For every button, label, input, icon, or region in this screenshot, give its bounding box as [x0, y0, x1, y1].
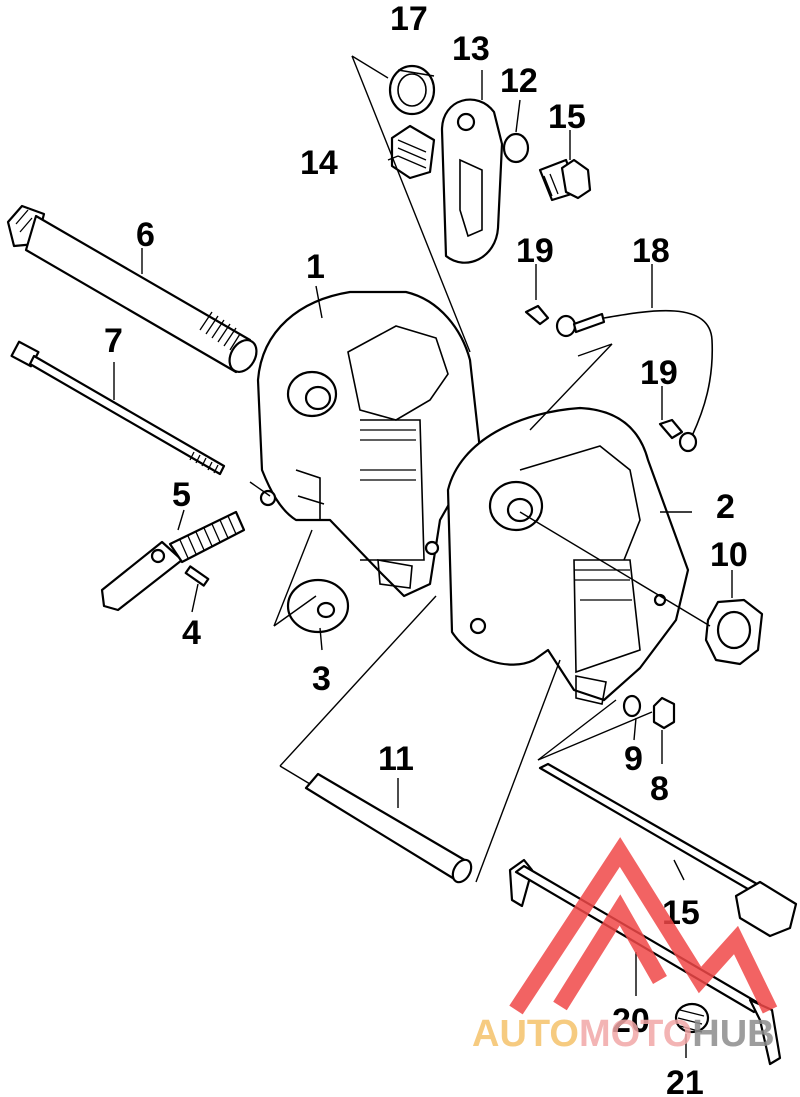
label-4: 4: [182, 614, 201, 652]
label-17: 17: [390, 0, 428, 38]
part-13-lock-plate: [440, 98, 504, 264]
label-14: 14: [300, 144, 338, 182]
watermark-triangle-icon: [509, 837, 778, 1015]
part-17-clip: [388, 64, 436, 116]
watermark-text-hub: HUB: [692, 1013, 774, 1055]
part-6-tilt-tube: [6, 204, 258, 374]
label-21: 21: [666, 1064, 704, 1097]
label-19-lower: 19: [640, 354, 678, 392]
watermark-text-moto: MOTO: [579, 1013, 692, 1055]
label-6: 6: [136, 216, 155, 254]
part-19-screw-lower: [658, 418, 684, 440]
part-9-washer: [622, 694, 642, 718]
label-3: 3: [312, 660, 331, 698]
label-18: 18: [632, 232, 670, 270]
part-5-lock-lever: [100, 510, 246, 612]
part-18-ground-wire: [555, 309, 714, 453]
label-19-upper: 19: [516, 232, 554, 270]
label-5: 5: [172, 476, 191, 514]
part-4-pin: [184, 565, 210, 587]
label-1: 1: [306, 248, 325, 286]
watermark: AUTOMOTOHUB: [472, 837, 778, 1055]
part-11-spacer-tube: [304, 772, 473, 884]
part-1-left-clamp-bracket: [256, 290, 482, 598]
part-10-nut: [704, 598, 764, 666]
part-12-washer: [502, 132, 530, 164]
part-8-nut: [652, 696, 676, 730]
label-16: 15: [548, 98, 586, 136]
part-16-bolt: [538, 158, 592, 202]
label-13: 13: [452, 30, 490, 68]
leader-lines: [113, 55, 733, 1058]
part-3-washer: [286, 578, 350, 634]
label-11: 11: [378, 740, 414, 778]
part-7-long-bolt: [10, 340, 226, 476]
part-labels: 17 13 12 15 14 6 19 18 1 7 19 5 2 10 4 3…: [104, 0, 748, 1097]
part-15-tilt-rod: [538, 762, 798, 938]
part-19-screw-upper: [524, 304, 550, 326]
watermark-text-auto: AUTO: [472, 1013, 579, 1055]
label-2: 2: [716, 488, 735, 526]
label-12: 12: [500, 62, 538, 100]
svg-text:AUTOMOTOHUB: AUTOMOTOHUB: [472, 1013, 775, 1055]
label-7: 7: [104, 322, 123, 360]
part-21-spring: [674, 1002, 710, 1034]
label-9: 9: [624, 740, 643, 778]
part-2-right-clamp-bracket: [446, 406, 690, 705]
label-10: 10: [710, 536, 748, 574]
part-14-block: [390, 124, 436, 180]
label-20: 20: [612, 1002, 650, 1040]
label-8: 8: [650, 770, 669, 808]
